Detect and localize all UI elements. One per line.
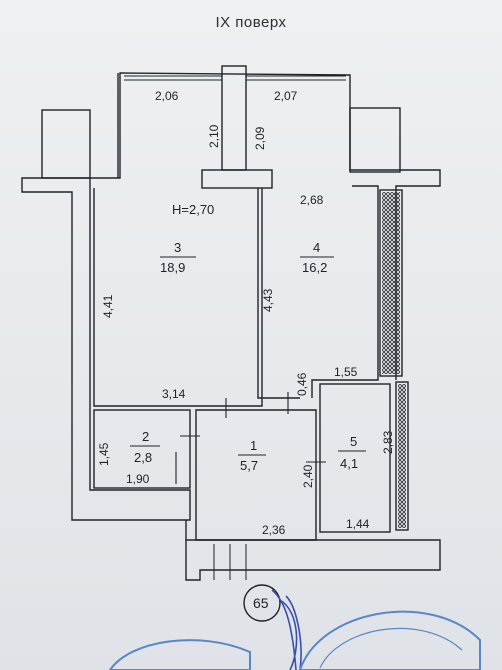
dim-room-4-height: 4,43 <box>261 288 275 312</box>
dim-room-3-height: 4,41 <box>101 294 115 318</box>
dim-top-right: 2,07 <box>274 89 298 103</box>
dim-room-4-width: 2,68 <box>300 193 324 207</box>
central-column <box>221 65 247 171</box>
left-corridor-outline <box>21 177 191 521</box>
dim-room-2-height: 1,45 <box>97 442 111 466</box>
room-4-wall <box>311 185 379 398</box>
balcony-right <box>349 107 401 173</box>
room-1-outline <box>195 409 317 541</box>
balcony-left <box>41 109 91 179</box>
dim-column-left: 2,10 <box>207 124 221 148</box>
partition-3-4 <box>257 188 300 399</box>
floor-title: IX поверх <box>215 14 287 31</box>
outer-wall-top <box>90 72 441 380</box>
ventilation-shaft-lower <box>395 381 409 531</box>
room-1-area: 5,7 <box>240 458 258 473</box>
dim-room-1-width: 2,36 <box>262 523 286 537</box>
entrance-doors <box>213 544 247 580</box>
room-1-number: 1 <box>250 438 257 453</box>
signature-mark <box>271 589 302 670</box>
window-top <box>124 75 346 81</box>
entrance-block <box>185 539 441 581</box>
room-5-outline <box>319 383 391 533</box>
dim-room-5-width: 1,44 <box>346 517 370 531</box>
room-2-number: 2 <box>142 429 149 444</box>
room-4-area: 16,2 <box>302 260 327 275</box>
column-base <box>201 169 273 189</box>
stamp-right <box>298 610 481 670</box>
dim-column-right: 2,09 <box>253 126 267 150</box>
room-5-area: 4,1 <box>340 456 358 471</box>
room-3-number: 3 <box>174 240 181 255</box>
page-number-circle <box>243 584 281 622</box>
room-2-area: 2,8 <box>134 450 152 465</box>
dim-room-1-height: 2,40 <box>301 464 315 488</box>
ceiling-height: H=2,70 <box>172 202 214 217</box>
dim-room-5-top: 1,55 <box>334 365 358 379</box>
room-5-number: 5 <box>350 434 357 449</box>
door-ticks <box>175 392 326 484</box>
page-number: 65 <box>253 595 269 611</box>
ventilation-shaft <box>379 189 403 377</box>
dim-room-5-height: 2,83 <box>381 430 395 454</box>
dim-top-left: 2,06 <box>155 89 179 103</box>
dim-room-2-width: 1,90 <box>126 472 150 486</box>
dim-door-gap: 0,46 <box>295 372 309 396</box>
room-3-area: 18,9 <box>160 260 185 275</box>
room-3-outline <box>93 188 263 407</box>
room-4-number: 4 <box>313 240 320 255</box>
dim-room-3-bottom: 3,14 <box>162 387 186 401</box>
shaft-hatch-lower <box>398 384 406 528</box>
stamp-left <box>108 639 251 670</box>
shaft-hatch <box>382 192 400 374</box>
stamp-right-inner <box>319 627 463 669</box>
room-2-outline <box>93 409 191 489</box>
plan-walls <box>21 65 441 581</box>
